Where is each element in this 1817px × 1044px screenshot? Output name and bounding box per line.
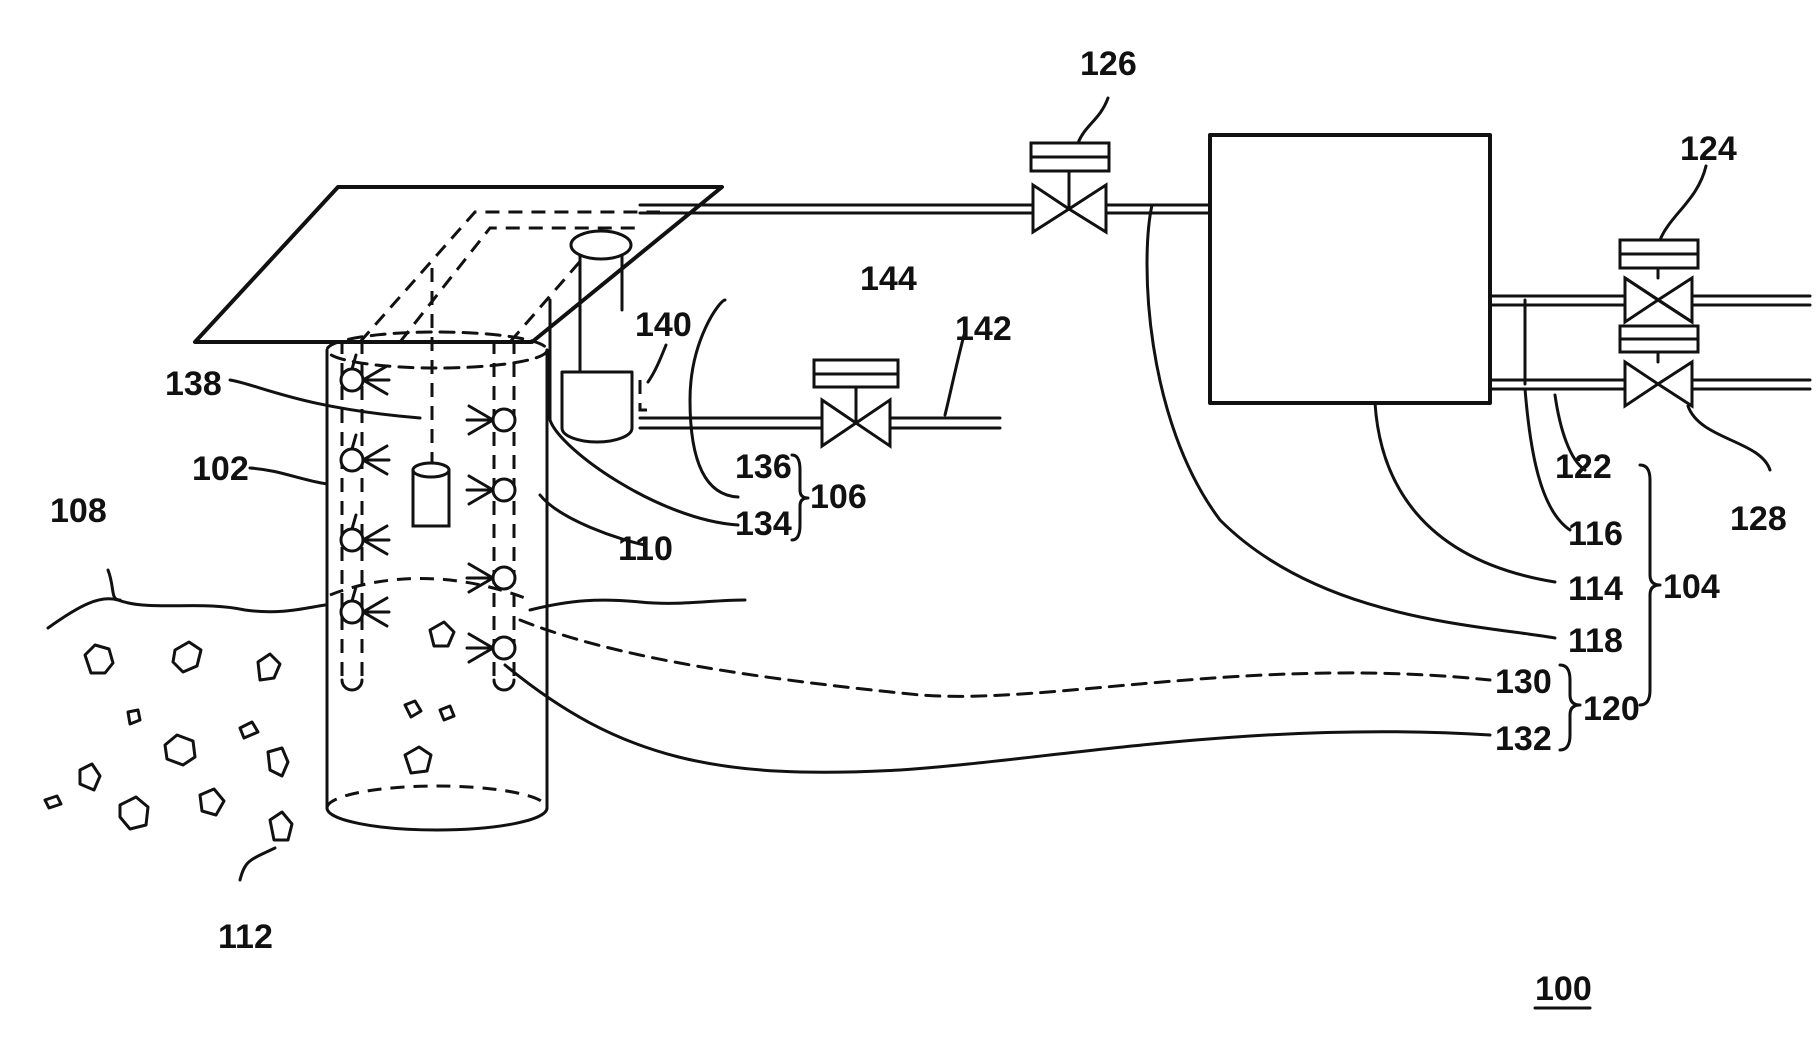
label-124: 124	[1680, 130, 1737, 168]
surface-platform	[193, 185, 724, 344]
processing-unit	[1208, 133, 1492, 405]
right-injection-tube	[492, 340, 516, 680]
brace-120	[1558, 663, 1582, 752]
leader-lines	[106, 96, 1772, 882]
brace-104	[1638, 463, 1662, 707]
main-line-top	[638, 203, 1212, 215]
label-132: 132	[1495, 720, 1552, 758]
left-injection-tube	[340, 340, 364, 680]
label-106: 106	[810, 478, 867, 516]
outlet-line-lower	[1488, 378, 1812, 391]
label-110: 110	[618, 530, 673, 568]
label-126: 126	[1080, 45, 1137, 83]
figure-number: 100	[1535, 970, 1592, 1008]
pump-canister	[560, 370, 634, 444]
left-tube-end	[340, 678, 364, 692]
sensor-probe	[411, 461, 451, 528]
supply-line-142	[638, 416, 1002, 430]
valve-124	[1618, 238, 1700, 325]
ground-surface-line-right	[528, 598, 747, 612]
label-118: 118	[1568, 622, 1623, 660]
pump-canister-hidden	[562, 370, 650, 412]
ground-surface-hidden	[329, 577, 526, 600]
outlet-line-upper	[1488, 294, 1812, 307]
label-102: 102	[192, 450, 249, 488]
label-104: 104	[1663, 568, 1720, 606]
label-134: 134	[735, 505, 792, 543]
valve-128	[1618, 324, 1700, 409]
label-140: 140	[635, 306, 692, 344]
ground-surface-line	[46, 597, 327, 630]
label-138: 138	[165, 365, 222, 403]
brace-106	[790, 453, 810, 542]
platform-hidden-channel	[358, 210, 660, 343]
label-128: 128	[1730, 500, 1787, 538]
rock-fragments	[43, 620, 456, 842]
label-120: 120	[1583, 690, 1640, 728]
label-108: 108	[50, 492, 107, 530]
label-144: 144	[860, 260, 917, 298]
right-tube-end	[492, 678, 516, 692]
label-122: 122	[1555, 448, 1612, 486]
valve-144	[812, 358, 900, 449]
left-tube-nozzles	[339, 353, 391, 628]
label-112: 112	[218, 918, 273, 956]
label-130: 130	[1495, 663, 1552, 701]
label-116: 116	[1568, 515, 1623, 553]
pump-top-cap	[569, 229, 633, 261]
label-136: 136	[735, 448, 792, 486]
label-114: 114	[1568, 570, 1623, 608]
label-142: 142	[955, 310, 1012, 348]
right-tube-nozzles	[465, 404, 517, 664]
wellbore-bottom-back	[325, 784, 549, 809]
wellbore-bottom-front	[325, 806, 549, 832]
dashed-leader-130	[518, 618, 1492, 698]
valve-126	[1029, 141, 1111, 235]
